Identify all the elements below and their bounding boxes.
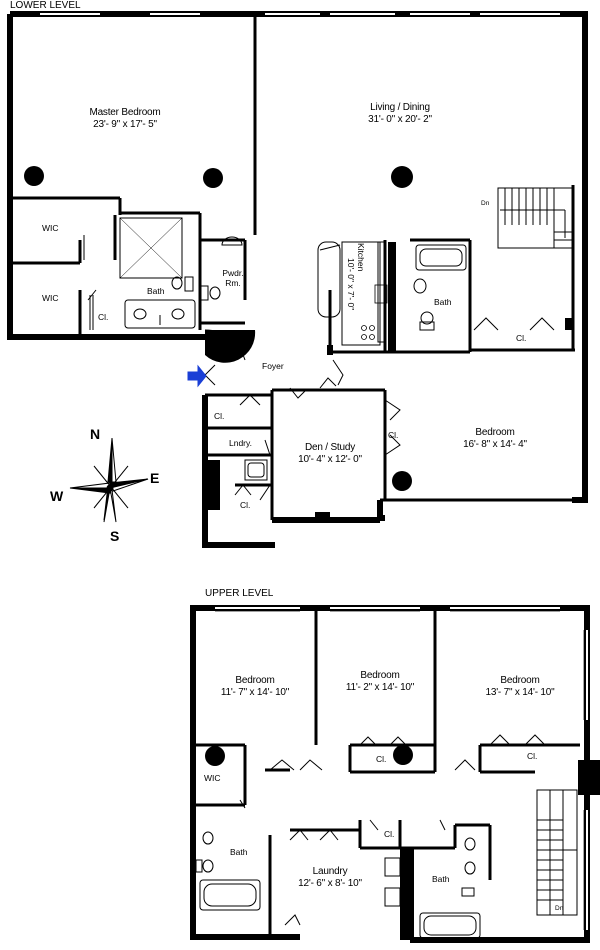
closet-3-label: Cl. (527, 751, 538, 761)
den-study-name: Den / Study (304, 442, 356, 453)
den-study-label: Den / Study 10'- 4" x 12'- 0" (280, 442, 380, 466)
master-bedroom-label: Master Bedroom 23'- 9" x 17'- 5" (70, 107, 180, 131)
powder-room-label: Pwdr. Rm. (222, 268, 244, 288)
compass-east: E (150, 470, 160, 486)
bedroom-2-dims: 11'- 2" x 14'- 10" (345, 682, 415, 693)
stair-dn-lower-label: Dn (481, 200, 490, 207)
living-dining-dims: 31'- 0" x 20'- 2" (368, 114, 432, 125)
bedroom-lower-name: Bedroom (475, 427, 515, 438)
foyer-label: Foyer (262, 361, 284, 371)
kitchen-name: Kitchen (356, 243, 366, 272)
laundry-label: Lndry. (229, 438, 252, 448)
bedroom-1-name: Bedroom (235, 675, 275, 686)
bedroom-2-name: Bedroom (360, 670, 400, 681)
wic-2-label: WIC (42, 293, 59, 303)
living-dining-label: Living / Dining 31'- 0" x 20'- 2" (345, 102, 455, 126)
master-bedroom-dims: 23'- 9" x 17'- 5" (93, 119, 157, 130)
living-dining-name: Living / Dining (370, 102, 430, 113)
closet-foyer-label: Cl. (214, 411, 225, 421)
compass-west: W (50, 488, 64, 504)
bedroom-3-dims: 13'- 7" x 14'- 10" (485, 687, 555, 698)
wic-upper-label: WIC (204, 773, 221, 783)
kitchen-dims: 10'- 0" x 7'- 0" (346, 258, 356, 311)
master-bath-label: Bath (147, 286, 165, 296)
upper-outer-walls (190, 605, 590, 943)
bedroom-3-label: Bedroom 13'- 7" x 14'- 10" (465, 675, 575, 699)
closet-2-label: Cl. (376, 754, 387, 764)
lower-outer-walls (7, 11, 588, 548)
stair-dn-upper-label: Dn (555, 905, 564, 912)
upper-level-title: UPPER LEVEL (205, 588, 274, 599)
closet-laundry-label: Cl. (240, 500, 251, 510)
laundry-upper-name: Laundry (312, 866, 348, 877)
closet-master-label: Cl. (98, 312, 109, 322)
compass-rose (69, 437, 149, 523)
bedroom-lower-dims: 16'- 8" x 14'- 4" (463, 439, 527, 450)
bath-2-label: Bath (434, 297, 452, 307)
laundry-upper-dims: 12'- 6" x 8'- 10" (298, 878, 362, 889)
bath-1-upper-label: Bath (230, 847, 248, 857)
master-bedroom-name: Master Bedroom (89, 107, 161, 118)
bedroom-3-name: Bedroom (500, 675, 540, 686)
wic-1-label: WIC (42, 223, 59, 233)
bedroom-lower-label: Bedroom 16'- 8" x 14'- 4" (445, 427, 545, 451)
bedroom-1-label: Bedroom 11'- 7" x 14'- 10" (205, 675, 305, 699)
closet-living-label: Cl. (516, 333, 527, 343)
closet-bedroom-label: Cl. (388, 430, 399, 440)
closet-hall-label: Cl. (384, 829, 395, 839)
compass-north: N (90, 426, 101, 442)
lower-level-title: LOWER LEVEL (10, 0, 81, 11)
bedroom-1-dims: 11'- 7" x 14'- 10" (220, 687, 290, 698)
den-study-dims: 10'- 4" x 12'- 0" (298, 454, 362, 465)
bedroom-2-label: Bedroom 11'- 2" x 14'- 10" (330, 670, 430, 694)
bath-2-upper-label: Bath (432, 874, 450, 884)
compass-south: S (110, 528, 120, 544)
laundry-upper-label: Laundry 12'- 6" x 8'- 10" (285, 866, 375, 890)
kitchen-label: Kitchen (356, 243, 366, 323)
